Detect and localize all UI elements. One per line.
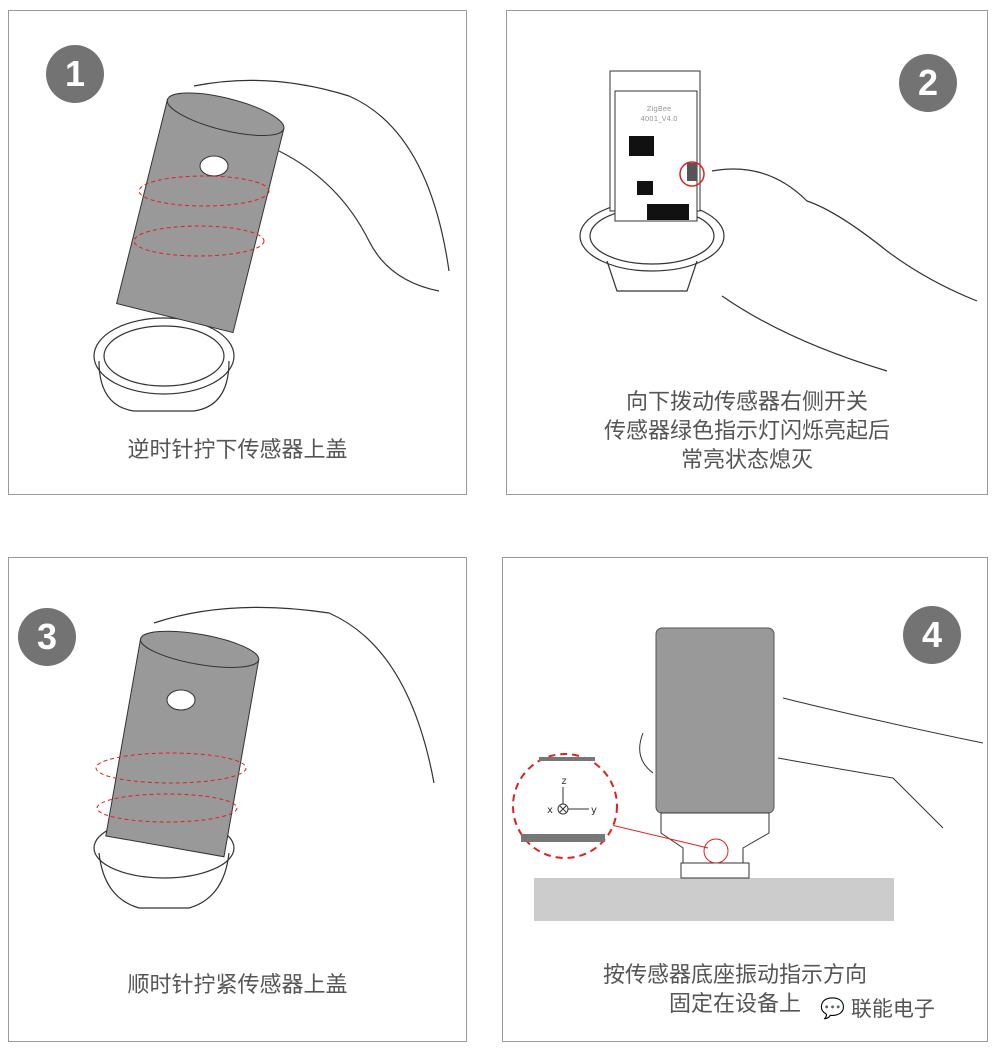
step-number-badge: 4 <box>903 606 961 664</box>
step-caption: 向下拨动传感器右侧开关 传感器绿色指示灯闪烁亮起后 常亮状态熄灭 <box>507 388 987 475</box>
caption-line: 按传感器底座振动指示方向 <box>602 963 867 988</box>
caption-line: 固定在设备上 <box>668 992 801 1017</box>
step-caption: 逆时针拧下传感器上盖 <box>9 436 466 465</box>
caption-line: 传感器绿色指示灯闪烁亮起后 <box>603 419 890 444</box>
step-number-badge: 2 <box>899 54 957 112</box>
axis-z-label: z <box>561 776 566 787</box>
watermark: 💬 联能电子 <box>820 993 935 1023</box>
unscrew-cap-illustration <box>93 79 450 412</box>
board-label: ZigBee <box>647 105 672 113</box>
step-1-panel: 1 逆时针拧下传感器上盖 <box>8 10 467 495</box>
step-number-badge: 1 <box>46 45 104 103</box>
mounting-illustration: z x y <box>512 627 984 921</box>
step-caption: 按传感器底座振动指示方向 固定在设备上 <box>483 961 987 1019</box>
caption-line: 向下拨动传感器右侧开关 <box>625 390 868 415</box>
step-caption: 顺时针拧紧传感器上盖 <box>9 971 466 1000</box>
step-2-panel: ZigBee 4001_V4.0 2 向下拨动传感器右侧开关 传感器绿色指示灯闪… <box>506 10 988 495</box>
caption-line: 逆时针拧下传感器上盖 <box>127 438 348 463</box>
axis-y-label: y <box>591 805 597 816</box>
tighten-cap-illustration <box>93 606 435 909</box>
step-3-panel: 3 顺时针拧紧传感器上盖 <box>8 557 467 1042</box>
axis-x-label: x <box>547 805 553 816</box>
step-4-panel: z x y 4 按传感器底座振动指示方向 固定在设备上 <box>502 557 988 1042</box>
caption-line: 常亮状态熄灭 <box>680 448 813 473</box>
step-number-badge: 3 <box>18 608 76 666</box>
wechat-icon: 💬 <box>820 996 845 1020</box>
board-version: 4001_V4.0 <box>640 115 677 123</box>
switch-illustration: ZigBee 4001_V4.0 <box>579 70 978 372</box>
watermark-text: 联能电子 <box>850 997 935 1021</box>
caption-line: 顺时针拧紧传感器上盖 <box>127 973 348 998</box>
